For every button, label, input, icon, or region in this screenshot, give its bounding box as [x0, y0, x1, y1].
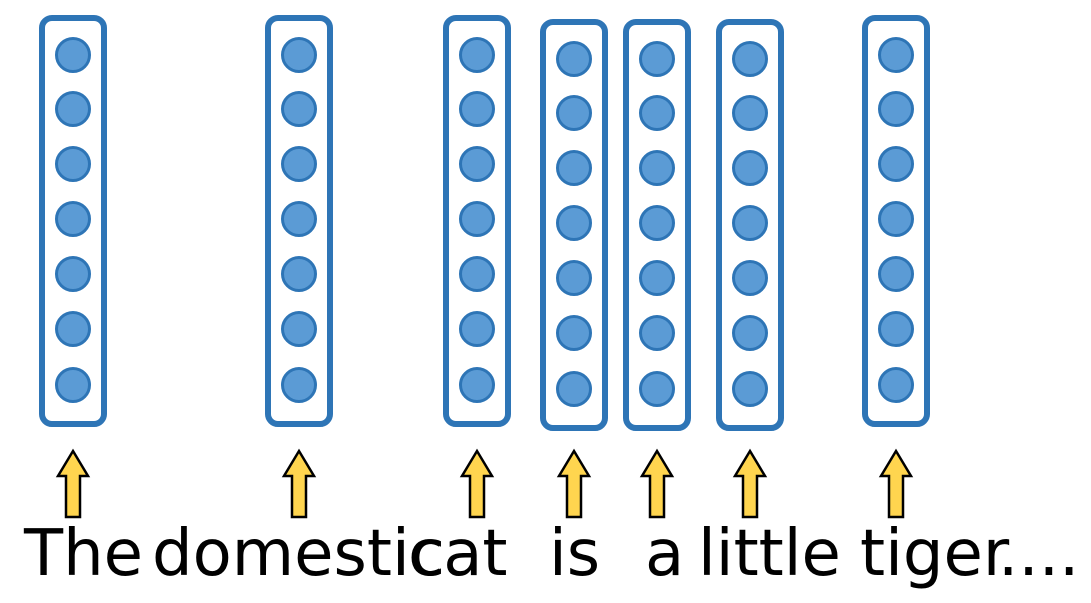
neuron-node-icon	[459, 201, 495, 237]
neuron-node-icon	[878, 146, 914, 182]
neuron-node-icon	[732, 371, 768, 407]
word-vector-tiger	[862, 15, 930, 519]
up-arrow-icon	[878, 448, 914, 519]
neuron-node-icon	[459, 311, 495, 347]
neuron-node-icon	[732, 205, 768, 241]
neuron-node-icon	[639, 41, 675, 77]
neuron-node-icon	[459, 91, 495, 127]
neuron-node-icon	[556, 41, 592, 77]
neuron-node-icon	[459, 37, 495, 73]
word-vector-little	[716, 19, 784, 519]
neuron-node-icon	[55, 256, 91, 292]
neuron-node-icon	[639, 260, 675, 296]
neuron-node-icon	[639, 315, 675, 351]
up-arrow-icon	[55, 448, 91, 519]
neuron-node-icon	[556, 371, 592, 407]
neuron-node-icon	[878, 91, 914, 127]
word-vector-cat	[443, 15, 511, 519]
neuron-node-icon	[878, 367, 914, 403]
neuron-node-icon	[55, 146, 91, 182]
neuron-node-icon	[459, 146, 495, 182]
up-arrow-icon	[556, 448, 592, 519]
neuron-node-icon	[732, 95, 768, 131]
neuron-node-icon	[732, 260, 768, 296]
neuron-node-icon	[459, 367, 495, 403]
neuron-node-icon	[55, 91, 91, 127]
neuron-node-icon	[639, 205, 675, 241]
neuron-node-icon	[639, 95, 675, 131]
neuron-node-icon	[459, 256, 495, 292]
neuron-node-icon	[556, 205, 592, 241]
neuron-node-icon	[556, 150, 592, 186]
neuron-node-icon	[281, 37, 317, 73]
neuron-node-icon	[639, 150, 675, 186]
word-vector-is	[540, 19, 608, 519]
neuron-node-icon	[281, 91, 317, 127]
neuron-node-icon	[878, 37, 914, 73]
neuron-node-icon	[281, 201, 317, 237]
neuron-node-icon	[55, 311, 91, 347]
neuron-node-icon	[878, 201, 914, 237]
neuron-node-icon	[732, 41, 768, 77]
neuron-node-icon	[55, 367, 91, 403]
up-arrow-icon	[639, 448, 675, 519]
up-arrow-icon	[732, 448, 768, 519]
word-vector-a	[623, 19, 691, 519]
up-arrow-icon	[459, 448, 495, 519]
neuron-node-icon	[556, 315, 592, 351]
neuron-node-icon	[878, 311, 914, 347]
neuron-node-icon	[281, 367, 317, 403]
neuron-node-icon	[639, 371, 675, 407]
neuron-node-icon	[556, 95, 592, 131]
neuron-node-icon	[55, 201, 91, 237]
neuron-node-icon	[55, 37, 91, 73]
word-vector-domestic	[265, 15, 333, 519]
neuron-node-icon	[281, 146, 317, 182]
neuron-node-icon	[878, 256, 914, 292]
neuron-node-icon	[281, 311, 317, 347]
up-arrow-icon	[281, 448, 317, 519]
neuron-node-icon	[281, 256, 317, 292]
word-vector-the	[39, 15, 107, 519]
neuron-node-icon	[732, 315, 768, 351]
neuron-node-icon	[556, 260, 592, 296]
neuron-node-icon	[732, 150, 768, 186]
